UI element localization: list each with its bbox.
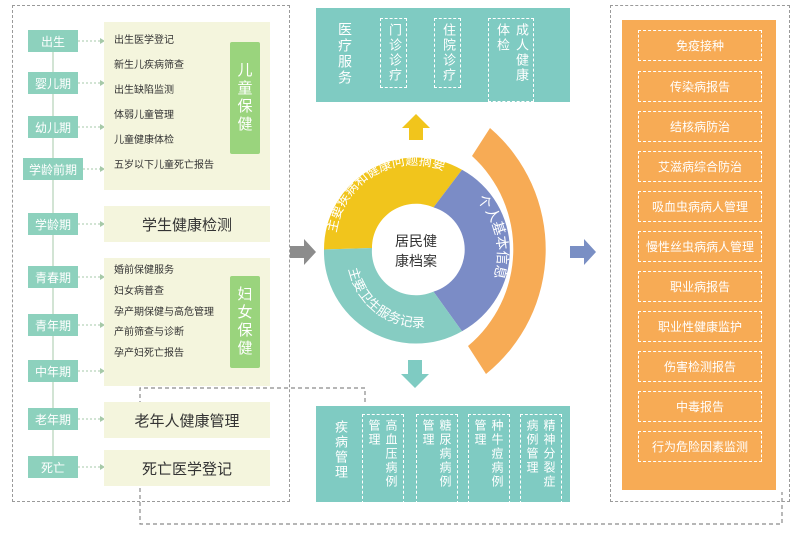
disease-control-panel: 免疫接种 传染病报告 结核病防治 艾滋病综合防治 吸血虫病病人管理 慢性丝虫病病… [622,20,776,490]
list-item: 出生缺陷监测 [114,85,174,96]
stage-adolescence: 青春期 [28,266,78,288]
list-item: 婚前保健服务 [114,265,174,276]
stage-label: 中年期 [34,364,71,379]
list-item: 五岁以下儿童死亡报告 [114,160,214,171]
elderly-health-box: 老年人健康管理 [104,402,270,438]
list-item: 儿童健康体检 [114,135,174,146]
disease-control-item: 职业性健康监护 [638,311,762,342]
student-health-box: 学生健康检测 [104,206,270,242]
disease-control-item: 传染病报告 [638,71,762,102]
stage-old-age: 老年期 [28,408,78,430]
disease-management-item: 糖尿病病例管理 [416,414,458,504]
stage-label: 死亡 [40,460,65,475]
segment-personal-info [433,169,510,332]
child-care-panel: 出生医学登记 新生儿疾病筛查 出生缺陷监测 体弱儿童管理 儿童健康体检 五岁以下… [104,22,270,190]
child-care-list: 出生医学登记 新生儿疾病筛查 出生缺陷监测 体弱儿童管理 儿童健康体检 五岁以下… [114,28,214,178]
women-care-panel: 婚前保健服务 妇女病普查 孕产期保健与高危管理 产前筛查与诊断 孕产妇死亡报告 … [104,258,270,386]
disease-management-item: 种牛痘病例管理 [468,414,510,504]
stage-birth: 出生 [28,30,78,52]
stage-infant: 婴儿期 [28,72,78,94]
segment-service-records [323,248,462,344]
stage-label: 老年期 [34,412,71,427]
list-item: 孕产妇死亡报告 [114,348,184,360]
women-care-tag: 妇女保健 [230,276,260,368]
elderly-health-label: 老年人健康管理 [134,411,240,430]
disease-control-item: 免疫接种 [638,30,762,61]
center-title-1: 居民健 [395,234,437,250]
list-item: 新生儿疾病筛查 [114,60,184,71]
death-registration-box: 死亡医学登记 [104,450,270,486]
medical-services-panel: 医疗服务 门诊诊疗 住院诊疗 成人健康体检 [316,8,570,102]
disease-control-item: 吸血虫病病人管理 [638,191,762,222]
student-health-label: 学生健康检测 [141,215,232,234]
stage-youth: 青年期 [28,314,78,336]
list-item: 体弱儿童管理 [114,110,174,121]
death-registration-label: 死亡医学登记 [141,459,232,478]
segment-health-problems [324,157,462,250]
disease-control-item: 行为危险因素监测 [638,431,762,462]
stage-preschool: 学龄前期 [23,158,83,180]
disease-control-item: 职业病报告 [638,271,762,302]
stage-label: 婴儿期 [34,76,71,91]
list-item: 妇女病普查 [114,285,164,297]
disease-control-item: 伤害检测报告 [638,351,762,382]
stage-death: 死亡 [28,456,78,478]
medical-service-item: 门诊诊疗 [380,18,407,88]
disease-control-item: 中毒报告 [638,391,762,422]
svg-text:疾病控制: 疾病控制 [543,194,570,258]
disease-control-item: 艾滋病综合防治 [638,151,762,182]
center-title-2: 康档案 [395,253,437,270]
stage-toddler: 幼儿期 [28,116,78,138]
child-care-tag: 儿童保健 [230,42,260,154]
disease-management-item: 高血压病例管理 [362,414,404,504]
disease-control-item: 慢性丝虫病病人管理 [638,231,762,262]
stage-label: 幼儿期 [34,120,71,135]
medical-service-item: 成人健康体检 [488,18,534,102]
medical-services-heading: 医疗服务 [336,22,352,86]
stage-label: 学龄前期 [28,162,77,177]
stage-label: 青春期 [34,270,71,285]
stage-middle-age: 中年期 [28,360,78,382]
stage-label: 出生 [40,34,65,49]
medical-service-item: 住院诊疗 [434,18,461,88]
disease-management-item: 精神分裂症病例管理 [520,414,562,504]
disease-control-arc [468,128,546,374]
list-item: 产前筛查与诊断 [114,327,184,339]
list-item: 出生医学登记 [114,35,174,46]
stage-label: 学龄期 [34,217,71,232]
list-item: 孕产期保健与高危管理 [114,306,214,318]
outer-arc-label: 疾病控制 [543,194,570,258]
center-circle [372,206,460,294]
disease-control-item: 结核病防治 [638,111,762,142]
stage-label: 青年期 [34,318,71,333]
disease-management-panel: 疾病管理 高血压病例管理 糖尿病病例管理 种牛痘病例管理 精神分裂症病例管理 [316,406,570,504]
women-care-list: 婚前保健服务 妇女病普查 孕产期保健与高危管理 产前筛查与诊断 孕产妇死亡报告 [114,261,214,365]
disease-management-heading: 疾病管理 [332,420,347,480]
stage-school: 学龄期 [28,213,78,235]
disease-control-section [610,5,790,502]
